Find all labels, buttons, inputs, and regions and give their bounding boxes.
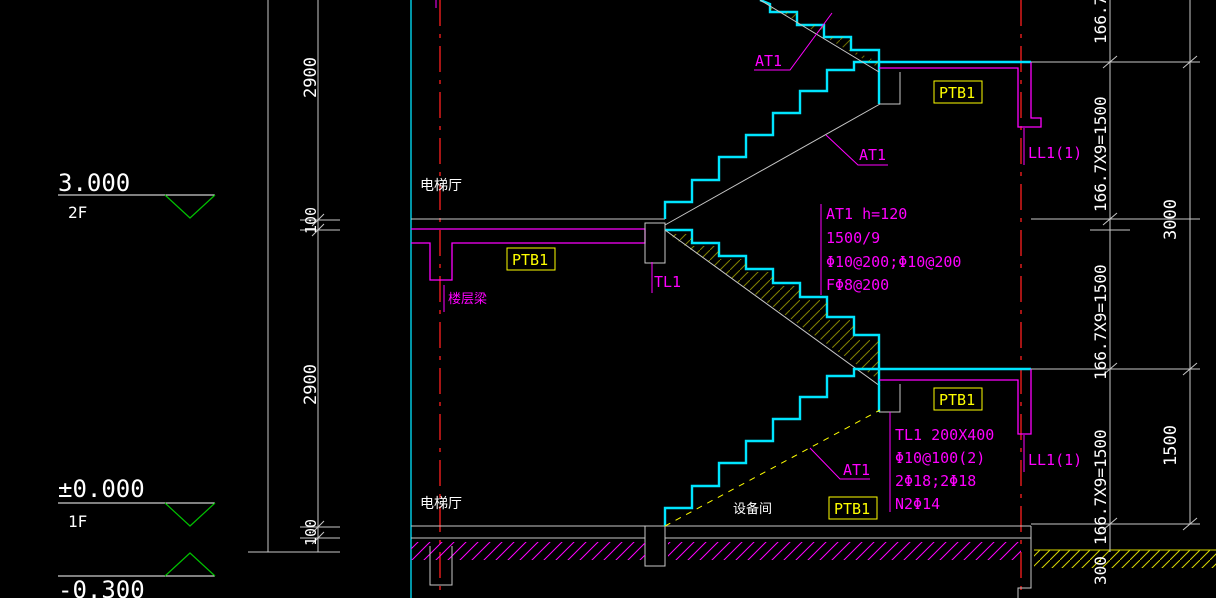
floor-label-1f: 1F [68,512,87,531]
elevation-minus-0300: -0.300 [58,576,145,598]
svg-text:AT1: AT1 [859,146,886,164]
tl1-spec-block: TL1 200X400 Φ10@100(2) 2Φ18;2Φ18 N2Φ14 [889,412,994,513]
level-marker-minus-0300: -0.300 [58,552,216,598]
elevation-3000: 3.000 [58,169,130,197]
ptb1-tag-mid-right: PTB1 [933,387,983,411]
landing-mid-right [879,367,1032,435]
left-dimension-chain: 2900 100 2900 100 [248,0,340,553]
svg-text:LL1(1): LL1(1) [1028,144,1082,162]
stair-flight-upper-rising [663,60,881,226]
svg-text:PTB1: PTB1 [512,251,548,269]
stair-flight-middle-descending [664,228,881,387]
elevator-hall-lower: 电梯厅 [420,496,462,512]
ptb1-tag-left: PTB1 [506,247,556,271]
dim-2900-upper: 2900 [301,57,321,98]
ground-slab-1f [411,525,1216,598]
ll1-tag-lower: LL1(1) [1023,435,1082,472]
ptb1-tag-bottom: PTB1 [828,496,878,520]
level-marker-2f: 3.000 2F [58,169,216,222]
tl1-spec-line-3: 2Φ18;2Φ18 [895,472,976,490]
dim-100-upper: 100 [302,207,320,234]
tl1-spec-line-4: N2Φ14 [895,495,940,513]
stair-flight-lower-rising [663,367,881,527]
dim-steps-upper: 166.7X9=1500 [1091,96,1110,212]
right-dimension-chain: 166.7X9=1500 166.7 166.7X9=1500 166.7X9=… [1031,0,1200,585]
dim-100-lower: 100 [302,519,320,546]
at1-tag-top: AT1 [754,12,833,71]
at1-spec-line-2: 1500/9 [826,229,880,247]
floor-beam-label: 楼层梁 [448,292,487,307]
dim-steps-lower: 166.7X9=1500 [1091,264,1110,380]
dim-2900-lower: 2900 [301,364,321,405]
at1-spec-block: AT1 h=120 1500/9 Φ10@200;Φ10@200 FΦ8@200 [820,204,961,295]
tl1-label: TL1 [654,273,681,291]
tl1-spec-line-1: TL1 200X400 [895,426,994,444]
stair-flight-top-descending [759,0,881,73]
dim-steps-bottom: 166.7X9=1500 [1091,429,1110,545]
ptb1-tag-upper-right: PTB1 [933,80,983,104]
ll1-tag-upper: LL1(1) [1023,128,1082,165]
floor-label-2f: 2F [68,203,87,222]
svg-text:PTB1: PTB1 [834,500,870,518]
svg-text:PTB1: PTB1 [939,84,975,102]
landing-upper-right [879,60,1042,128]
landing-slab-2f-left: 楼层梁 [411,218,666,312]
at1-tag-lower: AT1 [809,447,870,480]
at1-spec-line-1: AT1 h=120 [826,205,907,223]
elevator-hall-upper: 电梯厅 [420,178,462,194]
elevation-0000: ±0.000 [58,475,145,503]
at1-spec-line-4: FΦ8@200 [826,276,889,294]
dim-half-1500: 1500 [1161,425,1181,466]
equipment-room: 设备间 [733,501,772,517]
svg-text:AT1: AT1 [843,461,870,479]
tl1-spec-line-2: Φ10@100(2) [895,449,985,467]
at1-spec-line-3: Φ10@200;Φ10@200 [826,253,961,271]
dim-total-3000: 3000 [1161,199,1181,240]
svg-text:PTB1: PTB1 [939,391,975,409]
at1-tag-upper-mid: AT1 [825,134,888,166]
level-marker-1f: ±0.000 1F [58,475,216,531]
dim-step-top: 166.7 [1091,0,1110,44]
svg-text:AT1: AT1 [755,52,782,70]
dim-slab-bottom: 300 [1091,556,1110,585]
svg-text:LL1(1): LL1(1) [1028,451,1082,469]
